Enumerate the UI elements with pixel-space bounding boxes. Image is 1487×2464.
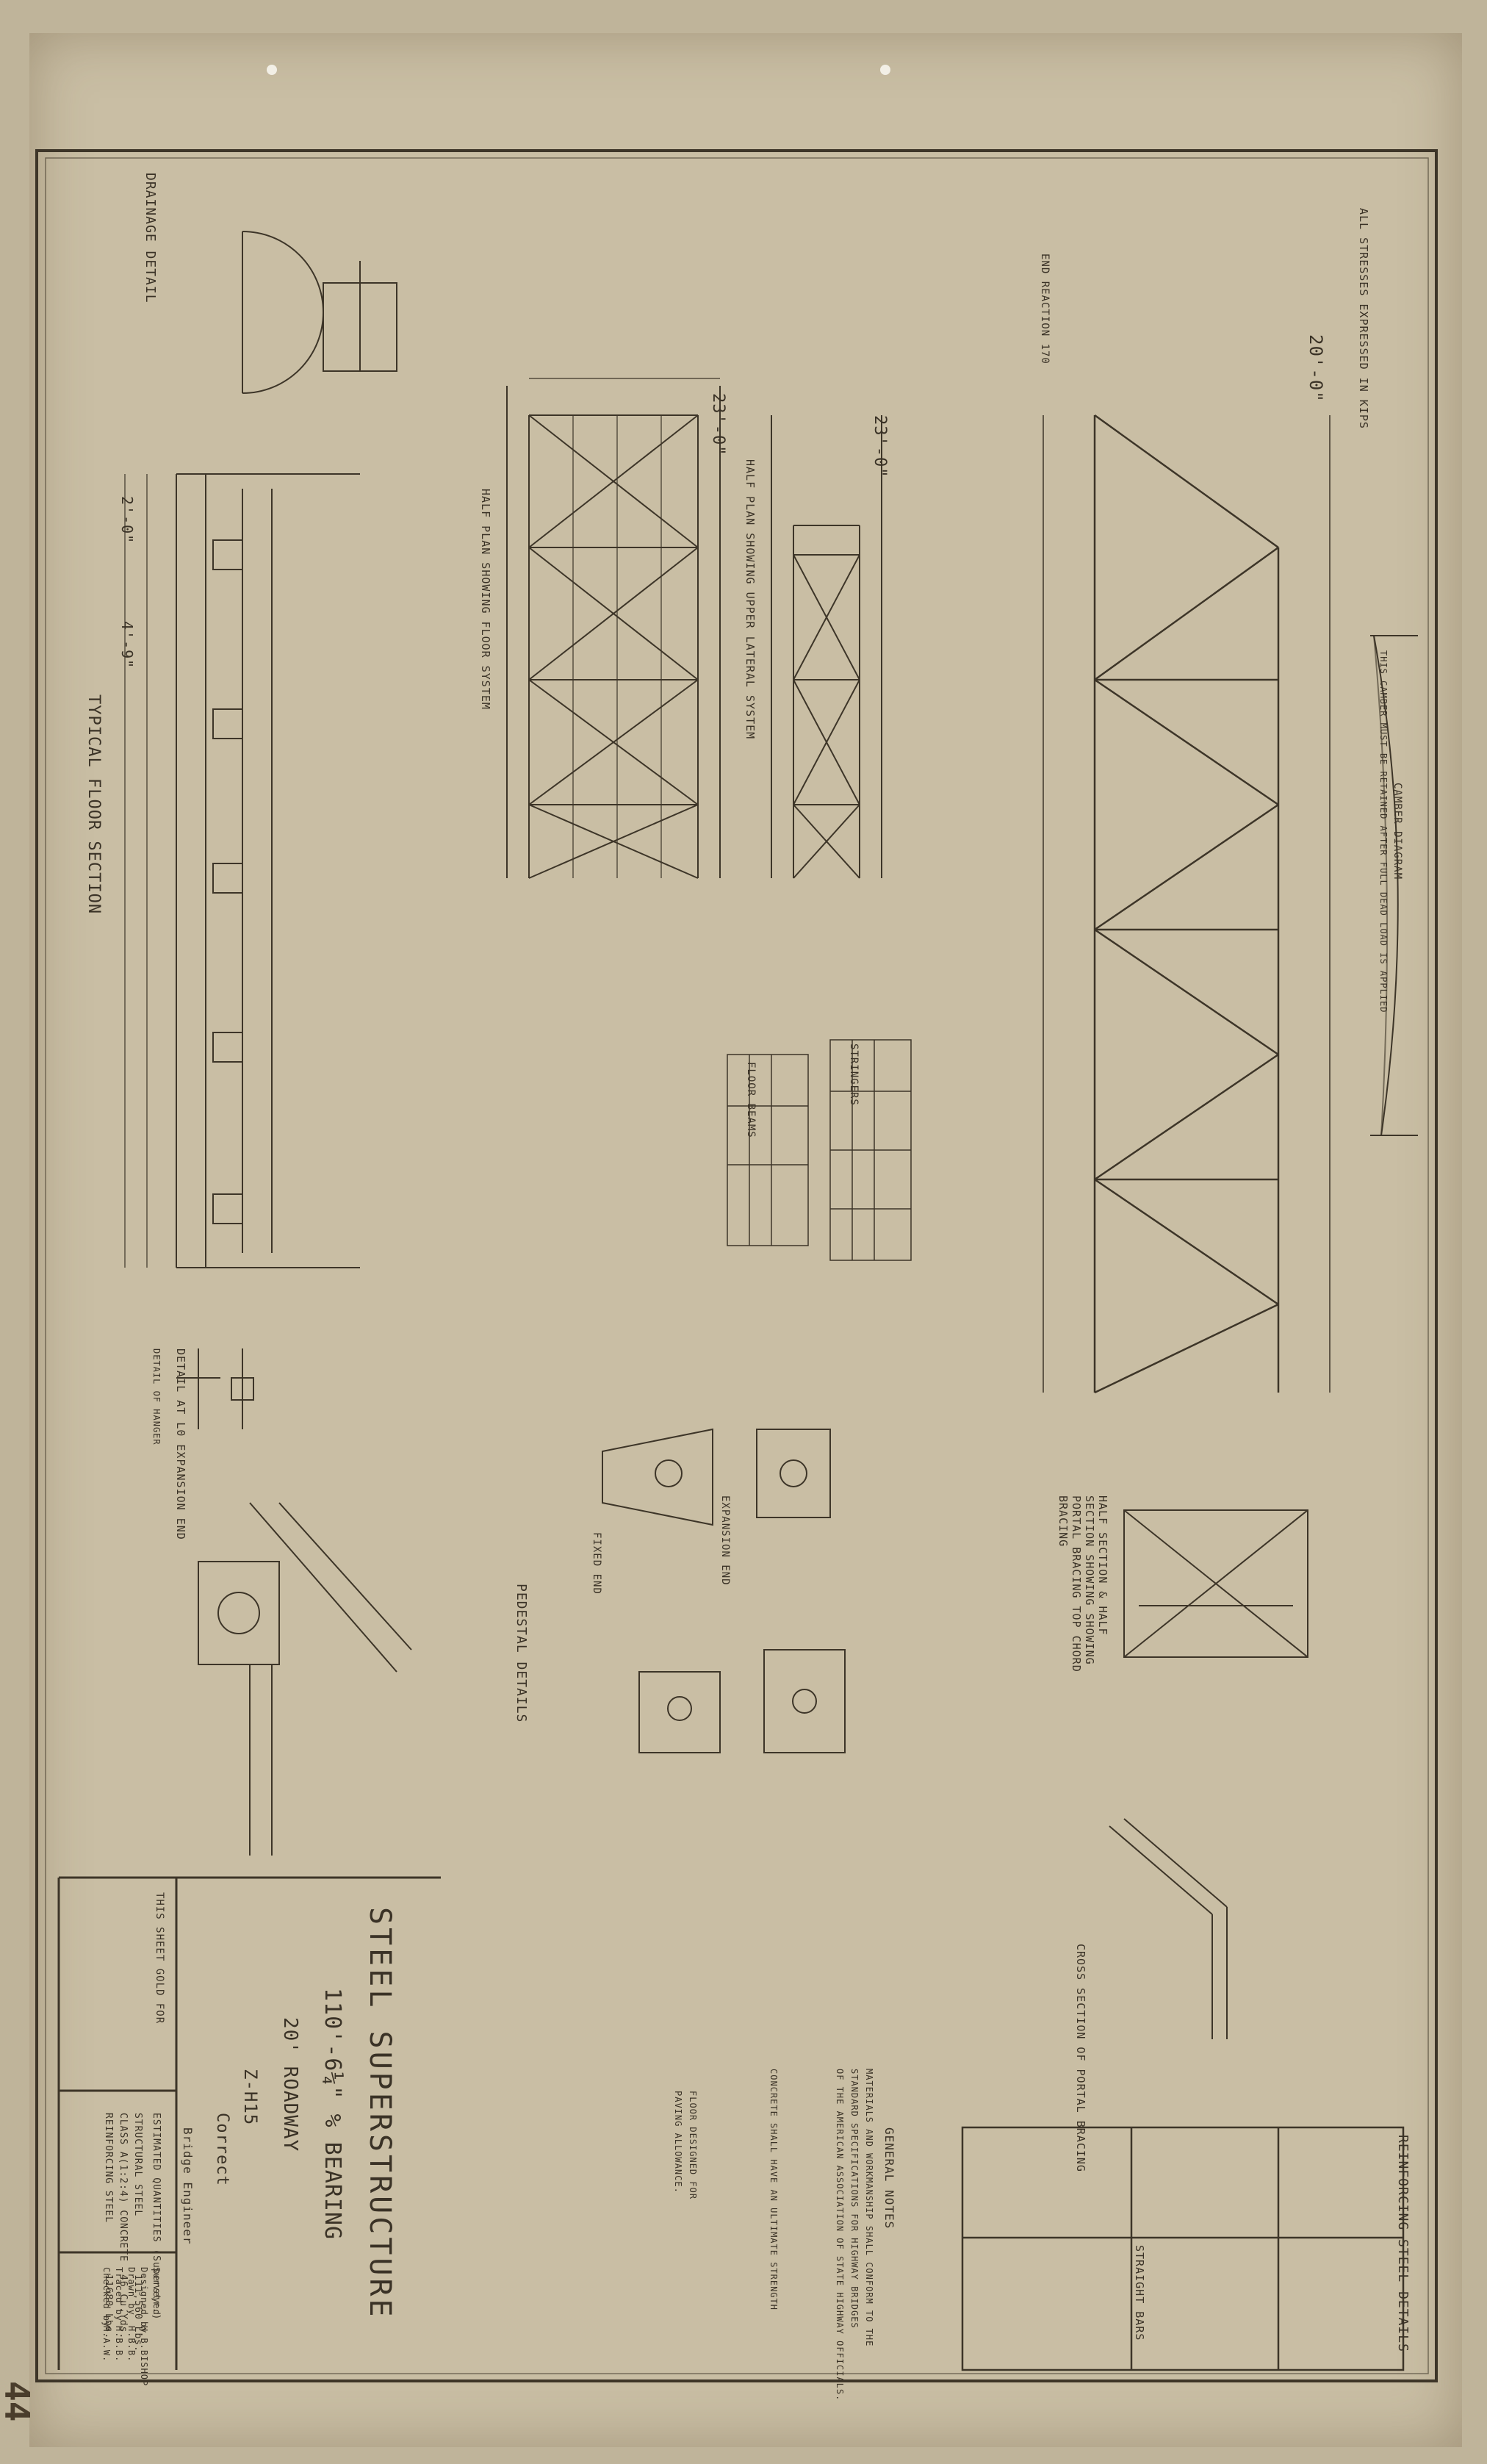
floor-section-title: TYPICAL FLOOR SECTION (84, 694, 103, 915)
sig-name-2: H.B.BISHOP (139, 2326, 149, 2387)
general-notes-line-4: CONCRETE SHALL HAVE AN ULTIMATE STRENGTH (768, 2069, 779, 2310)
title-correct: Correct (213, 2113, 231, 2186)
truss-stress-diagram (1043, 414, 1331, 1394)
upper-lateral-title: HALF PLAN SHOWING UPPER LATERAL SYSTEM (744, 459, 757, 740)
floor-beam-table-drawing (727, 1054, 809, 1246)
stress-title: ALL STRESSES EXPRESSED IN KIPS (1357, 208, 1370, 429)
reinforcing-title: REINFORCING STEEL DETAILS (1395, 2135, 1411, 2352)
upper-lateral-plan (771, 415, 882, 879)
portal-bracing-drawing (1123, 1509, 1308, 1658)
title-main: STEEL SUPERSTRUCTURE (363, 1907, 397, 2320)
pedestal-drawing (602, 1428, 846, 1753)
reinforcing-steel-frame (961, 2126, 1405, 2371)
general-notes-line-3: OF THE AMERICAN ASSOCIATION OF STATE HIG… (835, 2069, 845, 2402)
floor-plan-width: 23'-0" (709, 393, 727, 456)
straight-bars-title: STRAIGHT BARS (1133, 2245, 1146, 2341)
sig-label-5: Checked by (101, 2267, 112, 2328)
general-notes-line-1: MATERIALS AND WORKMANSHIP SHALL CONFORM … (864, 2069, 874, 2347)
hanger-title: DETAIL OF HANGER (151, 1348, 162, 1445)
stringer-table-drawing (829, 1039, 912, 1261)
camber-title: CAMBER DIAGRAM (1391, 783, 1403, 880)
general-notes-line-5: FLOOR DESIGNED FOR (688, 2091, 698, 2200)
expansion-end-label: EXPANSION END (719, 1495, 731, 1586)
sig-name-3: H.B.B. (126, 2326, 137, 2363)
title-load: Z-H15 (240, 2069, 261, 2126)
camber-diagram (1370, 635, 1418, 1136)
hanger-detail (176, 1348, 254, 1429)
camber-note: THIS CAMBER MUST BE RETAINED AFTER FULL … (1378, 650, 1389, 1013)
sig-name-4: H.B.B. (114, 2326, 124, 2363)
quantity-item-3: REINFORCING STEEL (103, 2113, 114, 2224)
quantity-item-1: STRUCTURAL STEEL (132, 2113, 143, 2217)
dim-4-9: 4'-9" (118, 621, 136, 669)
title-span: 110'-6¼" % BEARING (320, 1988, 345, 2241)
pedestal-title: PEDESTAL DETAILS (514, 1584, 529, 1723)
expansion-end-detail (198, 1502, 412, 1856)
general-notes-line-2: STANDARD SPECIFICATIONS FOR HIGHWAY BRID… (849, 2069, 860, 2329)
upper-lateral-width: 23'-0" (871, 415, 889, 478)
floor-plan-title: HALF PLAN SHOWING FLOOR SYSTEM (479, 489, 492, 710)
dim-2-0-top: 2'-0" (118, 496, 136, 545)
quantity-item-2: CLASS A(1:2:4) CONCRETE (118, 2113, 129, 2263)
general-notes-line-6: PAVING ALLOWANCE. (673, 2091, 683, 2194)
end-reaction: END REACTION 170 (1039, 254, 1051, 364)
title-engineer: Bridge Engineer (181, 2127, 195, 2245)
stringer-detail (323, 261, 397, 372)
title-block-frame (57, 1876, 441, 2370)
floor-system-plan (506, 378, 721, 879)
cross-section-portal (1109, 1818, 1228, 2039)
cross-section-title: CROSS SECTION OF PORTAL BRACING (1074, 1944, 1087, 2172)
general-notes-title: GENERAL NOTES (882, 2127, 896, 2230)
drainage-detail-drawing (242, 231, 324, 394)
fixed-end-label: FIXED END (591, 1532, 602, 1595)
sheet-gold-label: THIS SHEET GOLD FOR (154, 1892, 165, 2025)
sig-label-4: Traced by (114, 2267, 124, 2322)
expansion-detail-title: DETAIL AT L0 EXPANSION END (174, 1348, 187, 1540)
panel-width-dimension: 20'-0" (1306, 334, 1326, 403)
floor-beams-table-title: FLOOR BEAMS (745, 1062, 757, 1138)
sig-name-5: M.A.W. (101, 2326, 112, 2363)
stringers-table-title: STRINGERS (848, 1044, 860, 1106)
floor-section-drawing (124, 473, 360, 1268)
sig-label-3: Drawn by (126, 2267, 137, 2316)
drainage-title: DRAINAGE DETAIL (143, 173, 158, 303)
drawing-sheet: ALL STRESSES EXPRESSED IN KIPS 20'-0" EN… (0, 33, 1462, 2447)
sig-label-2: Designed by (139, 2267, 149, 2334)
title-roadway: 20' ROADWAY (279, 2017, 301, 2152)
portal-bracing-title: HALF SECTION & HALF SECTION SHOWING SHOW… (1056, 1495, 1109, 1673)
sheet-number: 44 (0, 2381, 37, 2422)
sig-label-1: Surveyed (151, 2267, 162, 2316)
drawing-linework (35, 65, 1438, 2382)
